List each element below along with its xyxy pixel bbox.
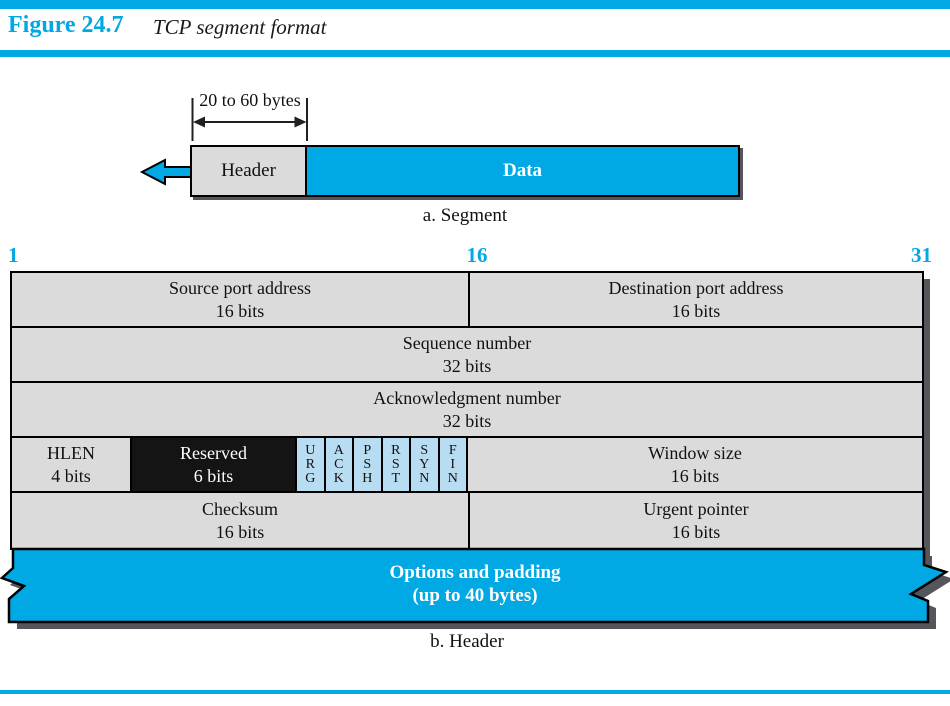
segment-data-box: Data	[305, 145, 740, 197]
cell-hlen-size: 4 bits	[51, 465, 91, 486]
flag-rst-letter: S	[391, 456, 400, 472]
cell-destination-port-name: Destination port address	[608, 277, 784, 298]
cell-hlen: HLEN 4 bits	[12, 438, 130, 491]
bit-label-1: 1	[8, 243, 19, 267]
cell-sequence-number: Sequence number 32 bits	[12, 328, 922, 381]
cell-sequence-number-size: 32 bits	[442, 355, 492, 376]
cell-window-size: Window size 16 bits	[466, 438, 922, 491]
title-rule	[0, 50, 950, 57]
cell-acknowledgment-number-size: 32 bits	[442, 410, 492, 431]
flag-ack-letter: A	[333, 442, 344, 458]
flag-cell-syn: S Y N	[409, 438, 438, 491]
figure-number-label: Figure 24.7	[8, 12, 124, 38]
segment-caption: a. Segment	[422, 205, 508, 226]
options-banner-shape	[0, 547, 949, 624]
row-hlen-flags-window: HLEN 4 bits Reserved 6 bits U R G A C K …	[12, 438, 922, 493]
segment-data-label: Data	[502, 160, 543, 181]
flag-cell-ack: A C K	[323, 438, 352, 491]
flag-urg-letter: U	[305, 442, 316, 458]
tcp-header-table: Source port address 16 bits Destination …	[10, 271, 924, 550]
cell-reserved: Reserved 6 bits	[130, 438, 295, 491]
cell-source-port-size: 16 bits	[215, 300, 265, 321]
flag-fin-letter: F	[448, 442, 457, 458]
cell-sequence-number-name: Sequence number	[402, 332, 532, 353]
flag-ack-letter: K	[333, 470, 344, 486]
row-sequence-number: Sequence number 32 bits	[12, 328, 922, 383]
flag-urg-letter: R	[305, 456, 315, 472]
segment-header-label: Header	[221, 160, 276, 181]
bottom-rule	[0, 690, 950, 694]
flag-fin-letter: I	[450, 456, 456, 472]
cell-urgent-pointer-name: Urgent pointer	[643, 498, 749, 519]
cell-reserved-size: 6 bits	[193, 465, 234, 486]
flag-urg-letter: G	[305, 470, 316, 486]
flag-cell-urg: U R G	[295, 438, 324, 491]
flag-syn-letter: S	[420, 442, 429, 458]
flag-rst-letter: R	[391, 442, 401, 458]
row-port-addresses: Source port address 16 bits Destination …	[12, 273, 922, 328]
cell-checksum: Checksum 16 bits	[12, 493, 468, 548]
cell-hlen-name: HLEN	[47, 442, 95, 463]
header-caption: b. Header	[430, 631, 504, 652]
cell-source-port-name: Source port address	[169, 277, 311, 298]
cell-checksum-name: Checksum	[202, 498, 278, 519]
flag-cell-fin: F I N	[437, 438, 466, 491]
cell-urgent-pointer-size: 16 bits	[671, 521, 721, 542]
cell-window-size-name: Window size	[648, 442, 742, 463]
flag-cell-psh: P S H	[352, 438, 381, 491]
cell-acknowledgment-number: Acknowledgment number 32 bits	[12, 383, 922, 436]
flag-psh-letter: S	[363, 456, 372, 472]
left-arrow-icon	[139, 158, 195, 186]
options-banner-ribbon	[0, 547, 950, 629]
cell-urgent-pointer: Urgent pointer 16 bits	[468, 493, 922, 548]
cell-destination-port-size: 16 bits	[671, 300, 721, 321]
segment-header-box: Header	[190, 145, 307, 197]
top-accent-bar	[0, 0, 950, 9]
figure-title: TCP segment format	[153, 15, 327, 39]
options-banner-text: Options and padding (up to 40 bytes)	[0, 561, 950, 607]
measure-arrow-icon	[191, 98, 308, 141]
flag-syn-letter: Y	[419, 456, 430, 472]
cell-source-port: Source port address 16 bits	[12, 273, 468, 326]
flag-psh-letter: H	[362, 470, 373, 486]
flag-cell-rst: R S T	[380, 438, 409, 491]
cell-reserved-name: Reserved	[180, 442, 247, 463]
flag-ack-letter: C	[334, 456, 344, 472]
row-acknowledgment-number: Acknowledgment number 32 bits	[12, 383, 922, 438]
measure-label: 20 to 60 bytes	[199, 90, 301, 110]
cell-window-size-size: 16 bits	[670, 465, 720, 486]
options-banner-line1: Options and padding	[389, 562, 561, 583]
cell-acknowledgment-number-name: Acknowledgment number	[373, 387, 561, 408]
flag-rst-letter: T	[391, 470, 401, 486]
bit-label-31: 31	[911, 243, 932, 267]
row-checksum-urgent: Checksum 16 bits Urgent pointer 16 bits	[12, 493, 922, 548]
cell-checksum-size: 16 bits	[215, 521, 265, 542]
options-banner-line2: (up to 40 bytes)	[412, 585, 538, 606]
cell-destination-port: Destination port address 16 bits	[468, 273, 922, 326]
flag-syn-letter: N	[419, 470, 430, 486]
bit-label-16: 16	[466, 243, 488, 267]
flag-fin-letter: N	[447, 470, 458, 486]
flag-psh-letter: P	[363, 442, 372, 458]
